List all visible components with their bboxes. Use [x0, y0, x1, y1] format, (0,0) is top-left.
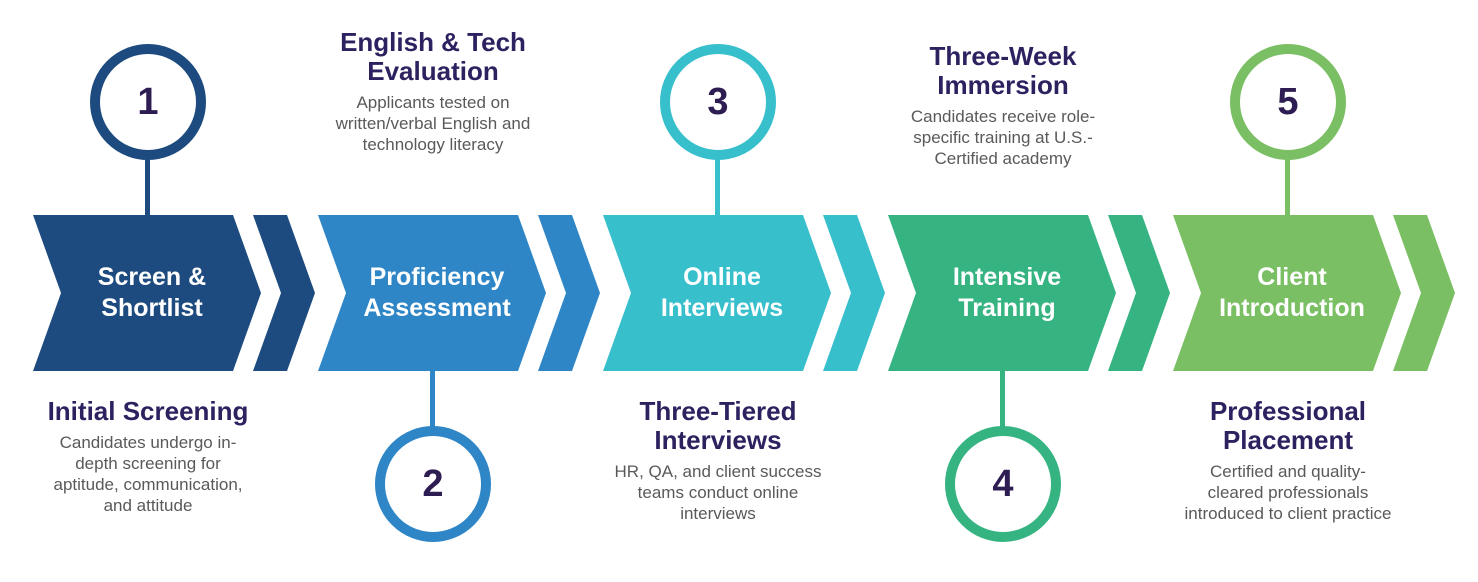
- step-label: Intensive Training: [952, 262, 1062, 323]
- process-step-4: 4 Intensive Training Three-Week Immersio…: [888, 0, 1208, 582]
- step-number-circle: 4: [945, 426, 1061, 542]
- step-callout: Three-Week Immersion Candidates receive …: [853, 41, 1153, 170]
- callout-title: Initial Screening: [47, 396, 249, 426]
- step-label: Online Interviews: [660, 262, 784, 323]
- chevron-arrow: Online Interviews: [603, 215, 831, 371]
- chevron-separator: [538, 215, 600, 371]
- chevron-arrow: Intensive Training: [888, 215, 1116, 371]
- callout-title: Three-Week Immersion: [929, 41, 1077, 101]
- step-label: Screen & Shortlist: [97, 262, 207, 323]
- callout-title: Three-Tiered Interviews: [639, 396, 797, 456]
- step-callout: Initial Screening Candidates undergo in-…: [0, 396, 298, 517]
- process-step-5: 5 Client Introduction Professional Place…: [1173, 0, 1478, 582]
- step-number: 5: [1277, 81, 1299, 123]
- step-number: 1: [137, 81, 159, 123]
- process-step-2: 2 Proficiency Assessment English & Tech …: [318, 0, 638, 582]
- chevron-separator: [1393, 215, 1455, 371]
- step-callout: English & Tech Evaluation Applicants tes…: [283, 27, 583, 156]
- step-number-circle: 1: [90, 44, 206, 160]
- connector-line: [430, 369, 435, 430]
- step-number: 4: [992, 463, 1014, 505]
- step-number: 3: [707, 81, 729, 123]
- chevron-arrow: Screen & Shortlist: [33, 215, 261, 371]
- callout-title: English & Tech Evaluation: [340, 27, 526, 87]
- step-callout: Three-Tiered Interviews HR, QA, and clie…: [568, 396, 868, 525]
- step-callout: Professional Placement Certified and qua…: [1138, 396, 1438, 525]
- chevron-separator: [823, 215, 885, 371]
- chevron-arrow: Client Introduction: [1173, 215, 1401, 371]
- callout-description: Certified and quality- cleared professio…: [1184, 462, 1392, 524]
- process-step-3: 3 Online Interviews Three-Tiered Intervi…: [603, 0, 923, 582]
- connector-line: [145, 156, 150, 217]
- step-label: Proficiency Assessment: [363, 262, 511, 323]
- connector-line: [1000, 369, 1005, 430]
- chevron-arrow: Proficiency Assessment: [318, 215, 546, 371]
- chevron-separator: [1108, 215, 1170, 371]
- process-step-1: 1 Screen & Shortlist Initial Screening C…: [33, 0, 353, 582]
- step-number-circle: 5: [1230, 44, 1346, 160]
- step-label: Client Introduction: [1219, 262, 1365, 323]
- callout-title: Professional Placement: [1209, 396, 1367, 456]
- step-number-circle: 2: [375, 426, 491, 542]
- callout-description: Candidates undergo in- depth screening f…: [53, 433, 243, 515]
- step-number: 2: [422, 463, 444, 505]
- callout-description: Applicants tested on written/verbal Engl…: [335, 93, 531, 155]
- connector-line: [1285, 156, 1290, 217]
- callout-description: HR, QA, and client success teams conduct…: [614, 462, 822, 524]
- chevron-separator: [253, 215, 315, 371]
- callout-description: Candidates receive role- specific traini…: [910, 107, 1096, 169]
- connector-line: [715, 156, 720, 217]
- step-number-circle: 3: [660, 44, 776, 160]
